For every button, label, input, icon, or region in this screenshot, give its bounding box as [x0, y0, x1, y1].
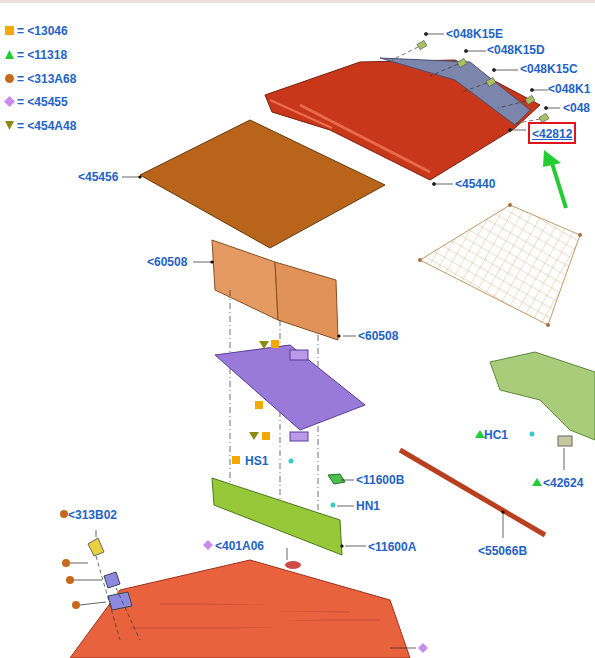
- legend-text: = <13046: [17, 24, 68, 38]
- legend-text: = <45455: [17, 95, 68, 109]
- callout-number: HS1: [245, 454, 268, 468]
- callout-number: <048K1: [548, 82, 590, 96]
- callout-number: <55066B: [478, 544, 527, 558]
- highlight-box: <42812: [528, 122, 576, 144]
- callout-number: <42812: [532, 127, 572, 141]
- callout-number: <60508: [147, 255, 187, 269]
- callout-number: <048K15E: [446, 27, 503, 41]
- callout-number: HC1: [484, 428, 508, 442]
- callout-number: <048K15D: [487, 43, 545, 57]
- legend-text: = <313A68: [17, 72, 76, 86]
- legend-symbol: [4, 73, 15, 84]
- legend-symbol: [4, 49, 15, 60]
- legend-symbol: [4, 25, 15, 36]
- callout-number: <048: [563, 101, 590, 115]
- callout-number: <60508: [358, 329, 398, 343]
- callout-number: <11600A: [368, 540, 416, 554]
- legend-text: = <454A48: [17, 119, 76, 133]
- legend-text: = <11318: [17, 48, 67, 62]
- callout-number: HN1: [356, 499, 380, 513]
- callout-number: <42624: [543, 476, 583, 490]
- callout-number: <401A06: [215, 539, 264, 553]
- callout-number: <45456: [78, 170, 118, 184]
- callout-number: <048K15C: [520, 62, 578, 76]
- legend-symbol: [4, 120, 15, 131]
- legend-symbol: [4, 96, 15, 107]
- callout-number: <11600B: [356, 473, 404, 487]
- callout-number: <45440: [455, 177, 495, 191]
- callout-number: <313B02: [68, 508, 117, 522]
